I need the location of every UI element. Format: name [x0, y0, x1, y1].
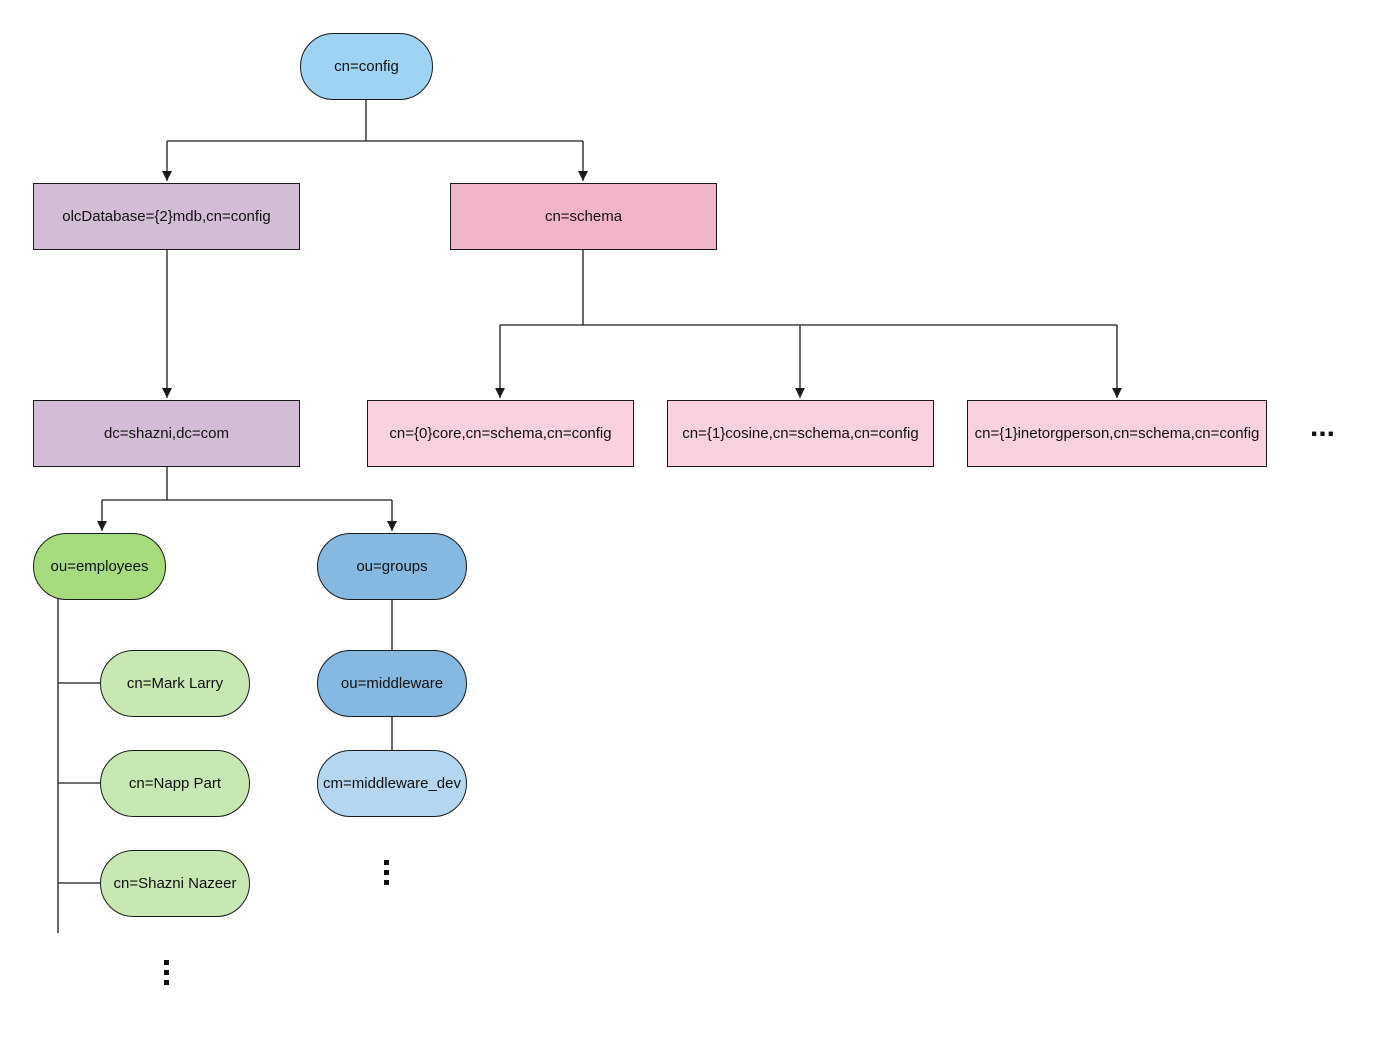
node-cn-napp-part: cn=Napp Part [100, 750, 250, 817]
node-label: olcDatabase={2}mdb,cn=config [62, 208, 271, 225]
node-ou-employees: ou=employees [33, 533, 166, 600]
node-label: cn=Napp Part [128, 775, 222, 792]
node-schema-cosine: cn={1}cosine,cn=schema,cn=config [667, 400, 934, 467]
node-cn-shazni-nazeer: cn=Shazni Nazeer [100, 850, 250, 917]
schema-more-ellipsis: ... [1310, 410, 1336, 443]
node-label: cn=Shazni Nazeer [113, 875, 237, 892]
node-cn-schema: cn=schema [450, 183, 717, 250]
node-cn-config: cn=config [300, 33, 433, 100]
node-label: cn={1}cosine,cn=schema,cn=config [682, 425, 919, 442]
node-label: ou=employees [50, 558, 149, 575]
node-cn-mark-larry: cn=Mark Larry [100, 650, 250, 717]
node-ou-middleware: ou=middleware [317, 650, 467, 717]
groups-more-vertical-ellipsis [384, 860, 389, 885]
employees-more-vertical-ellipsis [164, 960, 169, 985]
node-label: ou=middleware [340, 675, 444, 692]
node-label: dc=shazni,dc=com [103, 425, 230, 442]
node-label: cm=middleware_dev [323, 775, 461, 792]
node-label: cn={0}core,cn=schema,cn=config [389, 425, 612, 442]
node-label: ou=groups [356, 558, 428, 575]
node-schema-core: cn={0}core,cn=schema,cn=config [367, 400, 634, 467]
node-dc-shazni-com: dc=shazni,dc=com [33, 400, 300, 467]
node-label: cn=config [334, 58, 399, 75]
node-ou-groups: ou=groups [317, 533, 467, 600]
node-cm-middleware-dev: cm=middleware_dev [317, 750, 467, 817]
node-label: cn={1}inetorgperson,cn=schema,cn=config [974, 425, 1260, 442]
node-olc-database: olcDatabase={2}mdb,cn=config [33, 183, 300, 250]
node-schema-inetorgperson: cn={1}inetorgperson,cn=schema,cn=config [967, 400, 1267, 467]
node-label: cn=Mark Larry [126, 675, 224, 692]
node-label: cn=schema [544, 208, 623, 225]
